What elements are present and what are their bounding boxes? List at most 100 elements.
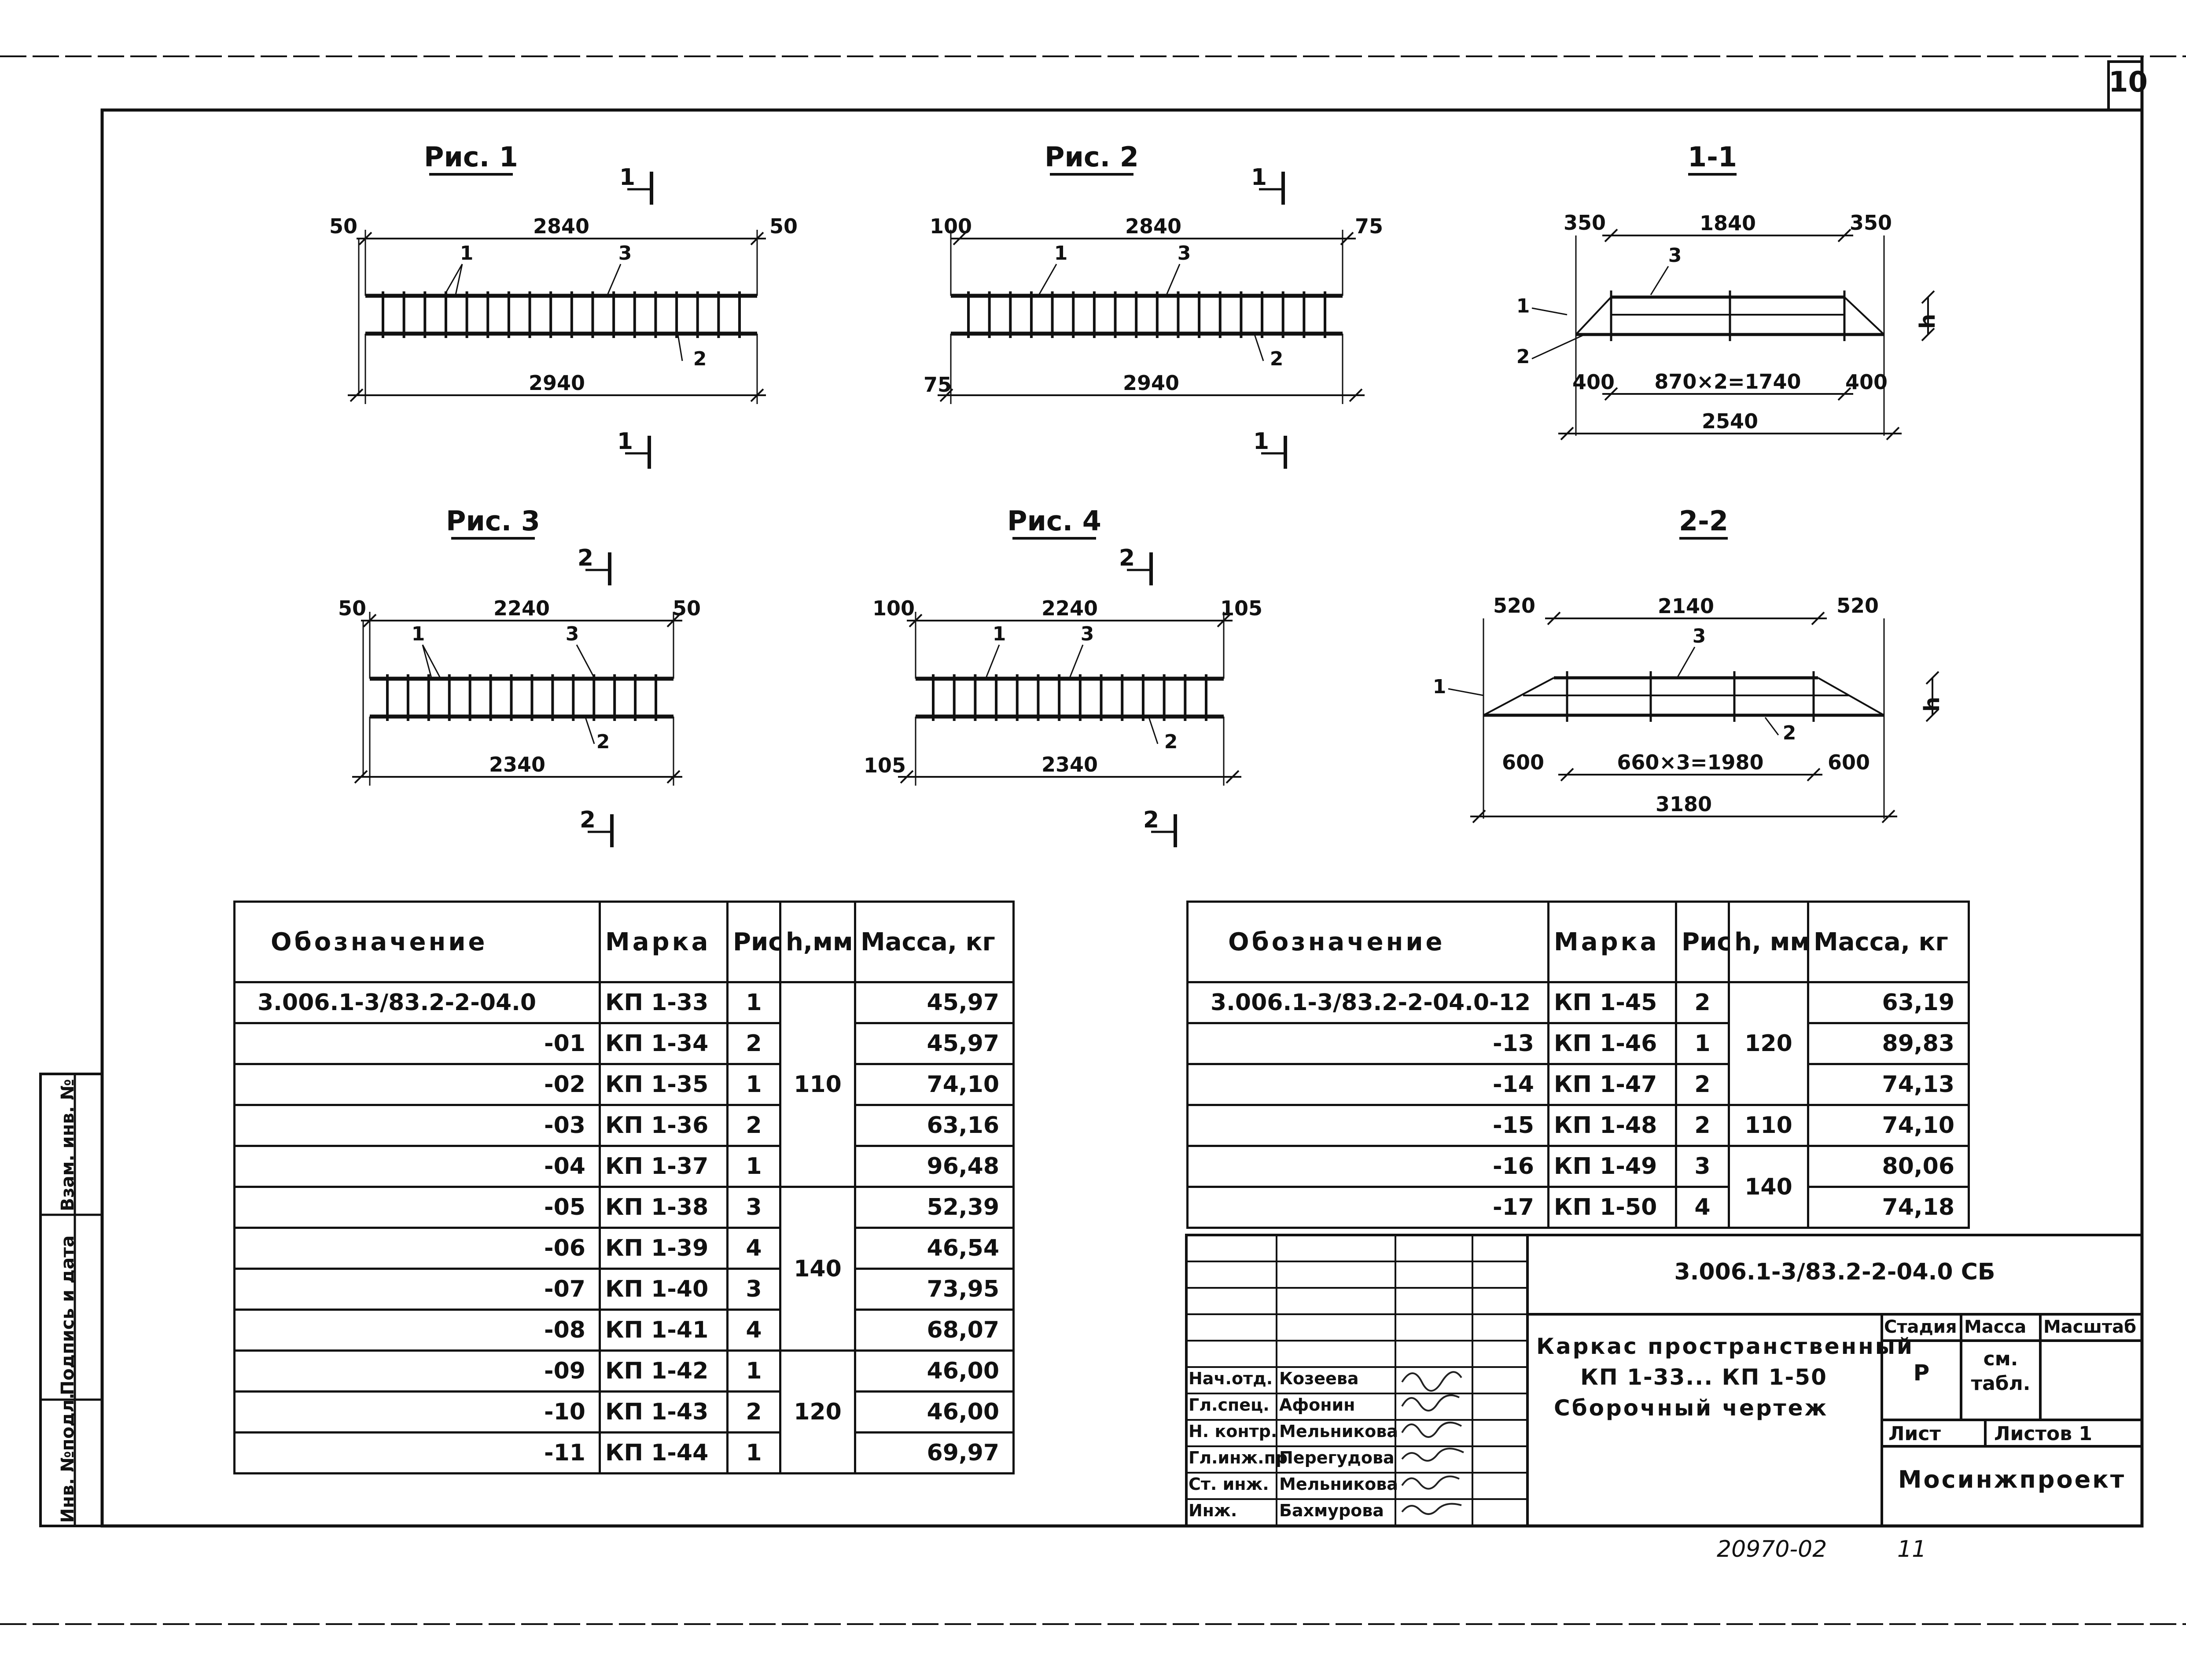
callout: 1 (993, 623, 1006, 645)
leader (1148, 717, 1159, 744)
dim-label: 600 (1828, 750, 1870, 774)
dim-tick (1560, 426, 1574, 441)
leader (455, 264, 463, 295)
cell-designation: -13 (1186, 1022, 1549, 1065)
dim-tick (1604, 387, 1618, 401)
cell-fig: 2 (726, 1390, 781, 1434)
callout: 1 (1054, 242, 1068, 265)
callout: 2 (1270, 348, 1284, 370)
callout: 2 (596, 731, 610, 753)
drawing-line (1844, 296, 1885, 335)
cell-fig: 2 (1675, 981, 1730, 1024)
dim-label: 2240 (1041, 596, 1098, 620)
leader (1650, 266, 1669, 295)
dim-tick (1547, 611, 1561, 625)
dim-tick (1807, 768, 1821, 782)
dim-label: 400 (1572, 370, 1615, 394)
cell-fig: 4 (726, 1227, 781, 1270)
sheet-number: 10 (2109, 66, 2148, 99)
dim-label: 1840 (1700, 211, 1756, 235)
leader (422, 644, 441, 678)
drawing-line (1818, 677, 1884, 716)
cell-mass: 74,13 (1807, 1063, 1970, 1106)
section-mark: 2 (580, 807, 596, 833)
cell-mark: КП 1-42 (599, 1349, 729, 1393)
cell-h: 110 (779, 981, 856, 1188)
leader (1038, 264, 1057, 295)
staff-name: Мельникова (1279, 1474, 1398, 1494)
dim-label: 100 (930, 214, 972, 238)
section-mark: 2 (1143, 807, 1159, 833)
dim-label: 2940 (529, 371, 585, 395)
staff-role: Ст. инж. (1189, 1474, 1269, 1494)
cell-mark: КП 1-44 (599, 1431, 729, 1474)
dim-tick (350, 388, 364, 402)
section-mark: 2 (1119, 545, 1135, 571)
section-title: 1-1 (1688, 141, 1737, 173)
title-line-2: КП 1-33... КП 1-50 (1580, 1364, 1827, 1390)
staff-name: Бахмурова (1279, 1501, 1384, 1520)
cell-fig: 3 (726, 1186, 781, 1229)
leader (585, 717, 595, 744)
cell-designation: -15 (1186, 1104, 1549, 1147)
dim-label: 2840 (1125, 214, 1181, 238)
cell-designation: -10 (233, 1390, 601, 1434)
dim-tick (1925, 708, 1939, 722)
leader (444, 264, 463, 295)
section-mark: 1 (619, 164, 635, 191)
cell-designation: 3.006.1-3/83.2-2-04.0-12 (1186, 981, 1549, 1024)
dim-label: 2340 (1041, 753, 1098, 776)
cell-designation: -01 (233, 1022, 601, 1065)
archive-number: 20970-02 (1717, 1536, 1827, 1562)
cell-mass: 73,95 (854, 1268, 1015, 1311)
staff-role: Нач.отд. (1189, 1369, 1273, 1388)
cell-designation: -08 (233, 1309, 601, 1352)
dim-label: 2940 (1123, 371, 1179, 395)
col-fig: Рис. (726, 901, 781, 983)
cell-mark: КП 1-33 (599, 981, 729, 1024)
cell-mark: КП 1-48 (1547, 1104, 1677, 1147)
cell-fig: 4 (726, 1309, 781, 1352)
cell-designation: 3.006.1-3/83.2-2-04.0 (233, 981, 601, 1024)
cell-designation: -09 (233, 1349, 601, 1393)
cell-fig: 1 (726, 1349, 781, 1393)
spec-table-right: Обозначение Марка Рис. h, мм Масса, кг 3… (1186, 901, 1970, 1229)
section-title: 2-2 (1679, 505, 1728, 537)
cell-mass: 45,97 (854, 1022, 1015, 1065)
cell-fig: 1 (726, 981, 781, 1024)
cell-fig: 3 (1675, 1145, 1730, 1188)
side-stamp (39, 1073, 103, 1527)
cell-mark: КП 1-43 (599, 1390, 729, 1434)
cell-mass: 63,16 (854, 1104, 1015, 1147)
staff-role: Гл.инж.пр (1189, 1448, 1288, 1467)
staff-name: Козеева (1279, 1369, 1359, 1388)
cell-mass: 74,10 (1807, 1104, 1970, 1147)
drawing-line (1575, 296, 1612, 335)
cell-mark: КП 1-49 (1547, 1145, 1677, 1188)
leader (576, 644, 595, 678)
figure-title: Рис. 4 (1007, 505, 1101, 537)
cell-h: 110 (1728, 1104, 1809, 1147)
cell-mark: КП 1-37 (599, 1145, 729, 1188)
dim-tick (666, 770, 681, 784)
cell-fig: 3 (726, 1268, 781, 1311)
cell-designation: -14 (1186, 1063, 1549, 1106)
spec-table-left: Обозначение Марка Рис. h,мм Масса, кг 3.… (233, 901, 1015, 1474)
cell-designation: -07 (233, 1268, 601, 1311)
dim-label: 600 (1502, 750, 1544, 774)
staff-role: Гл.спец. (1189, 1395, 1270, 1415)
dim-tick (1604, 228, 1618, 243)
callout: 3 (618, 242, 632, 265)
leader (1531, 334, 1585, 360)
dim-label: 3180 (1656, 792, 1712, 816)
leader (1448, 688, 1484, 696)
page-number: 11 (1897, 1536, 1927, 1562)
